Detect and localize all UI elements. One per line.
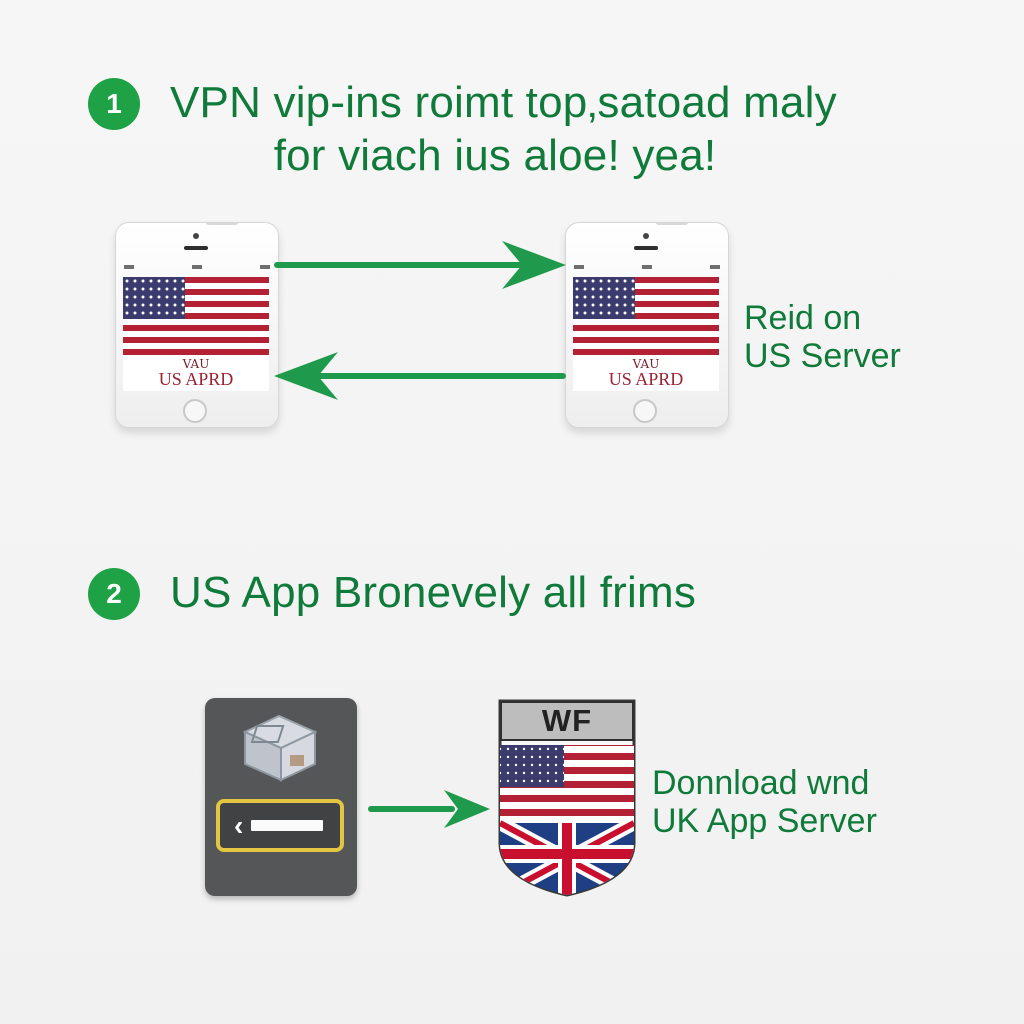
arrow-left-head bbox=[274, 352, 338, 400]
step-1-badge: 1 bbox=[88, 78, 140, 130]
signal-icon bbox=[124, 265, 134, 269]
phone-screen-text: US APRD bbox=[608, 369, 684, 389]
arrow-left-icon bbox=[274, 352, 566, 400]
step-1-side-label-line-1: Reid on bbox=[744, 299, 862, 337]
shield-svg bbox=[498, 699, 636, 897]
step-1-number: 1 bbox=[106, 88, 122, 119]
camera-icon bbox=[193, 233, 199, 239]
phone-right: VAU US APRD bbox=[565, 222, 729, 428]
input-placeholder-bar bbox=[251, 820, 324, 831]
cube-sticker bbox=[290, 755, 304, 766]
phone-screen-small-text: VAU bbox=[632, 357, 660, 371]
phone-left: VAU US APRD bbox=[115, 222, 279, 428]
step-1-title-line-1: VPN vip-ins roimt top‚satoad maly bbox=[170, 78, 837, 127]
arrow-step2-head bbox=[444, 790, 490, 828]
flag-canton bbox=[573, 277, 635, 319]
arrow-right-icon bbox=[368, 790, 490, 828]
battery-icon bbox=[710, 265, 720, 269]
phone-statusbar bbox=[124, 264, 270, 270]
step-2-badge: 2 bbox=[88, 568, 140, 620]
arrow-right-head bbox=[502, 241, 566, 289]
battery-icon bbox=[260, 265, 270, 269]
flag-canton bbox=[123, 277, 185, 319]
step-2-side-label-line-1: Donnload wnd bbox=[652, 764, 870, 802]
cube-detail bbox=[250, 725, 285, 743]
step-2-side-label-line-2: UK App Server bbox=[652, 802, 877, 840]
step-2-number: 2 bbox=[106, 578, 122, 609]
phone-top-button bbox=[206, 223, 238, 225]
phone-top-button bbox=[656, 223, 688, 225]
phone-statusbar bbox=[574, 264, 720, 270]
us-flag-icon bbox=[573, 277, 719, 355]
arrow-right-icon bbox=[274, 241, 566, 289]
uk-shield: WF bbox=[496, 697, 638, 899]
phone-screen-text: US APRD bbox=[158, 369, 234, 389]
phone-screen: VAU US APRD bbox=[123, 277, 269, 391]
back-input-field[interactable]: ‹ bbox=[216, 799, 344, 852]
step-1-side-label-line-2: US Server bbox=[744, 337, 901, 375]
step-2-title: US App Bronevely all frims bbox=[170, 568, 697, 617]
cube-svg bbox=[242, 714, 318, 782]
us-flag-icon bbox=[123, 277, 269, 355]
package-cube-icon bbox=[223, 708, 335, 784]
camera-icon bbox=[643, 233, 649, 239]
network-icon bbox=[192, 265, 202, 269]
home-button-icon bbox=[183, 399, 207, 423]
shield-flags bbox=[500, 745, 634, 895]
phone-screen: VAU US APRD bbox=[573, 277, 719, 391]
shield-us-canton bbox=[500, 745, 564, 787]
shield-banner: WF bbox=[500, 701, 634, 741]
speaker-icon bbox=[634, 246, 658, 250]
home-button-icon bbox=[633, 399, 657, 423]
app-device-panel: ‹ bbox=[205, 698, 357, 896]
shield-uk-vertical-red bbox=[562, 823, 572, 895]
signal-icon bbox=[574, 265, 584, 269]
speaker-icon bbox=[184, 246, 208, 250]
network-icon bbox=[642, 265, 652, 269]
phone-screen-small-text: VAU bbox=[182, 357, 210, 371]
chevron-left-icon: ‹ bbox=[234, 809, 244, 841]
step-1-title-line-2: for viach ius aloe! yea! bbox=[273, 131, 717, 180]
